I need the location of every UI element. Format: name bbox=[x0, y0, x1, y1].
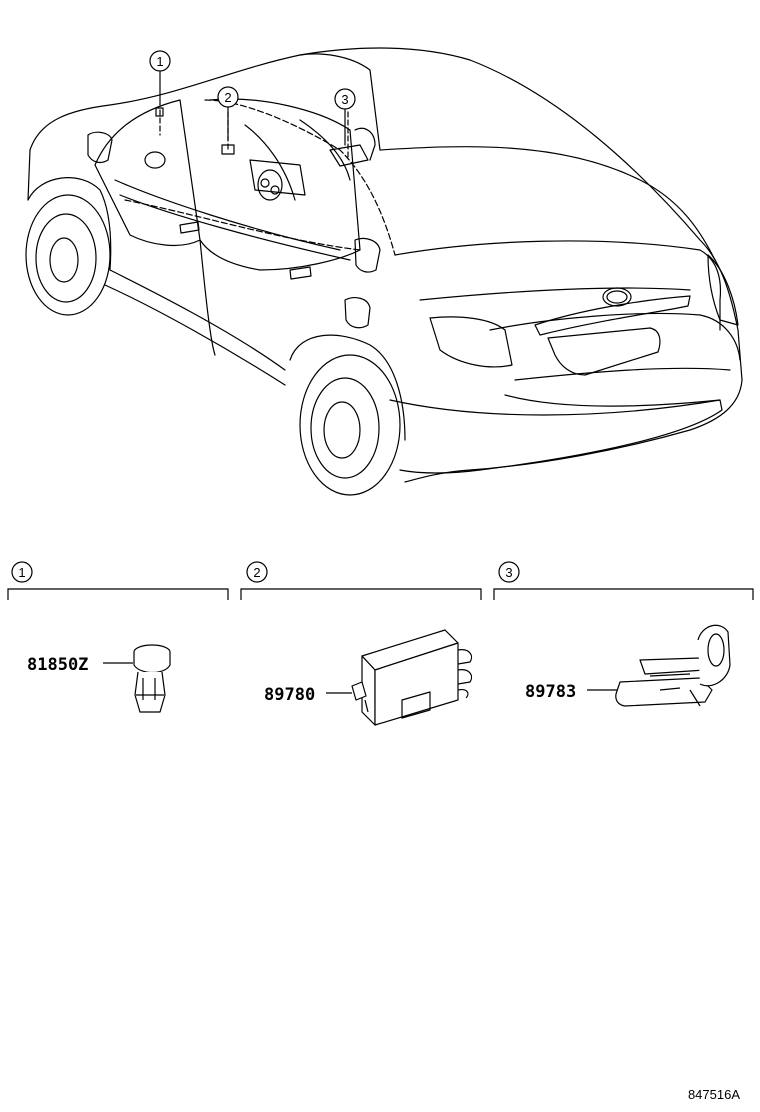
part-1-illustration bbox=[103, 644, 171, 713]
part-number-81850z: 81850Z bbox=[27, 655, 88, 675]
section-1-number: 1 bbox=[18, 565, 25, 580]
car-callout-2: 2 bbox=[224, 90, 231, 105]
diagram-id: 847516A bbox=[687, 1087, 740, 1102]
part-2-illustration bbox=[326, 629, 473, 726]
part-3-illustration bbox=[587, 624, 731, 707]
car-callout-1: 1 bbox=[156, 54, 163, 69]
part-number-89780: 89780 bbox=[264, 685, 315, 705]
car-callout-3: 3 bbox=[341, 92, 348, 107]
part-number-89783: 89783 bbox=[525, 682, 576, 702]
vehicle-illustration bbox=[25, 47, 743, 496]
section-brackets bbox=[7, 561, 754, 600]
section-3-number: 3 bbox=[505, 565, 512, 580]
section-2-number: 2 bbox=[253, 565, 260, 580]
